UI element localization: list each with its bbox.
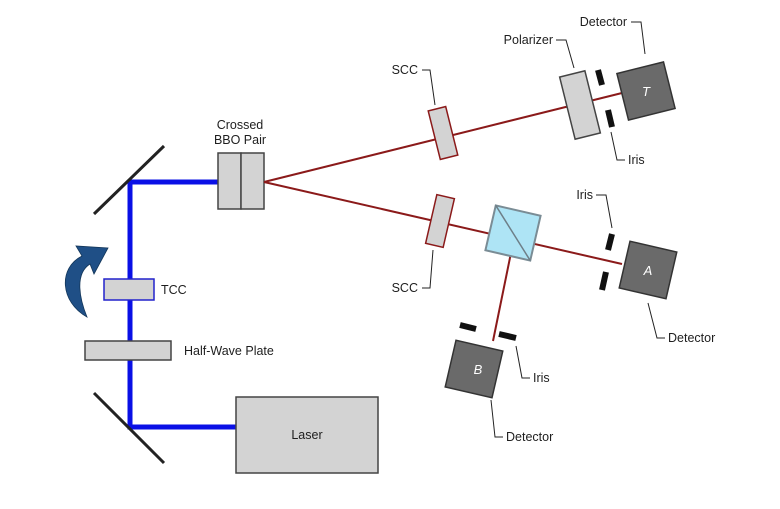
polarizer-leader	[556, 39, 575, 69]
iris-top-upper-blade	[595, 69, 605, 86]
polarizer	[558, 69, 602, 141]
detector-bottom-leader	[490, 399, 503, 438]
iris-top-leader	[610, 131, 625, 161]
iris-right-lower-blade	[599, 271, 609, 291]
iris-bottom-left-blade	[459, 322, 477, 332]
mirror-upper	[92, 144, 166, 216]
detector-b	[444, 339, 504, 399]
tcc-label: TCC	[161, 283, 187, 297]
scc-lower-leader	[422, 249, 434, 289]
bbo-crystal-left	[217, 152, 242, 210]
beam-splitter	[484, 204, 542, 262]
laser-box	[235, 396, 379, 474]
iris-top	[595, 69, 615, 128]
scc-upper-leader	[422, 69, 436, 106]
iris-top-label: Iris	[628, 153, 645, 167]
iris-bottom-leader	[515, 345, 530, 379]
mirror-lower	[92, 391, 166, 465]
detector-top-label: Detector	[580, 15, 627, 29]
detector-t	[615, 60, 677, 122]
scc-upper-label: SCC	[392, 63, 418, 77]
laser-label: Laser	[291, 428, 322, 442]
detector-right-leader	[647, 302, 665, 339]
iris-right-upper-blade	[605, 233, 615, 251]
pump-beam	[127, 179, 239, 430]
iris-bottom-label: Iris	[533, 371, 550, 385]
half-wave-plate	[84, 340, 172, 361]
iris-bottom-right-blade	[498, 331, 517, 341]
detector-top-leader	[631, 21, 646, 55]
detector-a-letter: A	[643, 263, 653, 278]
scc-upper-plate	[427, 105, 459, 161]
polarizer-label: Polarizer	[504, 33, 553, 47]
iris-right-leader	[596, 194, 613, 229]
detector-a	[618, 240, 678, 300]
beam-splitter-diagonal	[495, 205, 531, 261]
crossed-bbo-label-line2: BBO Pair	[214, 133, 266, 147]
crossed-bbo-label-line1: Crossed	[217, 118, 264, 132]
iris-bottom	[459, 322, 517, 341]
bbo-crystal-right	[240, 152, 265, 210]
tcc-plate	[103, 278, 155, 301]
detector-right-label: Detector	[668, 331, 715, 345]
iris-right-label: Iris	[576, 188, 593, 202]
rotation-arrow-icon	[64, 245, 109, 318]
iris-right	[599, 233, 615, 291]
scc-lower-plate	[424, 193, 456, 249]
detector-bottom-label: Detector	[506, 430, 553, 444]
detector-t-letter: T	[642, 84, 651, 99]
reflected-beam	[492, 242, 514, 342]
scc-lower-label: SCC	[392, 281, 418, 295]
detector-b-letter: B	[474, 362, 483, 377]
iris-top-lower-blade	[605, 109, 615, 128]
half-wave-plate-label: Half-Wave Plate	[184, 344, 274, 358]
